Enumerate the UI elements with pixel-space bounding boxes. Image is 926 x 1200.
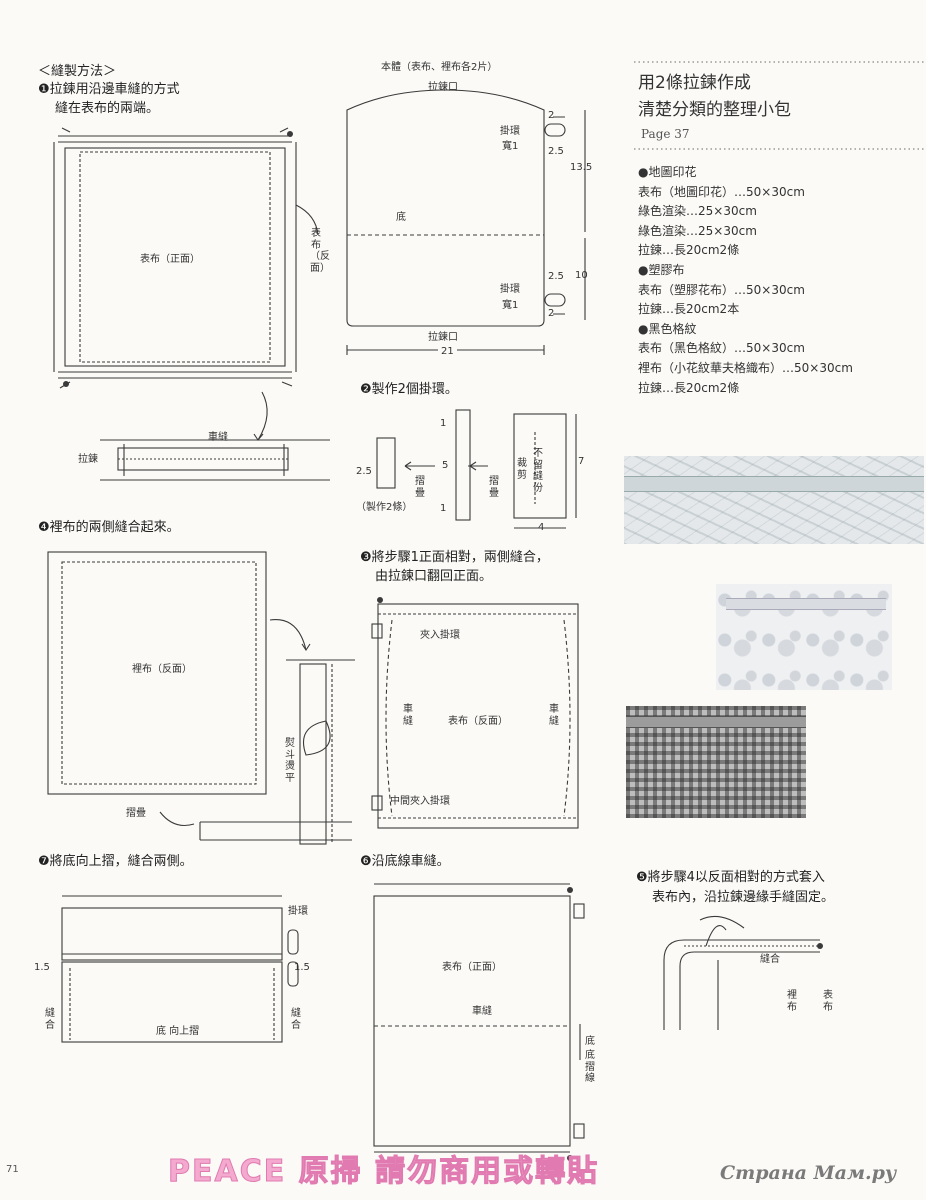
scan-watermark: PEACE 原掃 請勿商用或轉貼 xyxy=(167,1154,600,1190)
label-outer-back: 表布（反面） xyxy=(448,716,508,727)
step2-text: ❷製作2個掛環。 xyxy=(360,382,458,397)
step7-text: ❼將底向上摺，縫合兩側。 xyxy=(38,854,193,869)
material-line: 拉鍊…長20cm2條 xyxy=(638,243,740,258)
label-outer-step5: 表布 xyxy=(823,990,833,1013)
label-stitch-left: 縫合 xyxy=(45,1008,55,1031)
dim-1-bottom: 1 xyxy=(440,503,447,514)
step1-text-line2: 縫在表布的兩端。 xyxy=(55,101,160,116)
label-zipper-opening-bottom: 拉鍊口 xyxy=(428,332,458,343)
material-line: 裡布（小花紋華夫格織布）…50×30cm xyxy=(638,360,853,375)
dim-2-5-loop: 2.5 xyxy=(356,466,372,477)
label-seam: 車縫 xyxy=(208,432,228,443)
label-width-top: 寬1 xyxy=(502,141,519,152)
photo-plastic-floral-pouch xyxy=(716,584,892,690)
label-lining-step5: 裡布 xyxy=(787,990,797,1013)
site-watermark: Страна Мам.ру xyxy=(720,1162,897,1184)
method-heading: ＜縫製方法＞ xyxy=(38,64,117,79)
step3-text-line1: ❸將步驟1正面相對，兩側縫合， xyxy=(360,550,549,565)
dim-1-top: 1 xyxy=(440,418,447,429)
label-loop-bottom: 掛環 xyxy=(500,284,520,295)
project-title: 用2條拉鍊作成 清楚分類的整理小包 xyxy=(638,70,791,124)
dim-2-top: 2 xyxy=(548,110,555,121)
dim-2-5-bottom: 2.5 xyxy=(548,271,564,282)
material-line: 表布（地圖印花）…50×30cm xyxy=(638,184,805,199)
label-loop-step7: 掛環 xyxy=(288,906,308,917)
label-stitch-right: 縫合 xyxy=(291,1008,301,1031)
material-line: ●地圖印花 xyxy=(638,165,697,179)
material-line: 表布（塑膠花布）…50×30cm xyxy=(638,282,805,297)
label-bottom-fold-up: 底 向上摺 xyxy=(156,1026,200,1037)
label-outer-front-step6: 表布（正面） xyxy=(442,962,502,973)
folded-bottom-panel xyxy=(61,961,283,1043)
dim-5: 5 xyxy=(442,460,449,471)
lining-panel xyxy=(47,551,267,795)
label-fold-lining: 摺疊 xyxy=(126,808,146,819)
label-fold-loop2: 摺疊 xyxy=(489,476,499,499)
body-pattern xyxy=(346,89,545,327)
page-dot-rule xyxy=(634,148,926,150)
photo-map-print-pouch xyxy=(624,456,924,560)
label-no-seam-allowance: 不留縫份 xyxy=(533,448,543,494)
label-iron-flat: 熨斗燙平 xyxy=(285,738,295,784)
label-outer-back-vertical: 表布（反面） xyxy=(310,228,330,274)
bottom-sew-panel xyxy=(373,895,571,1147)
label-seam-step6: 車縫 xyxy=(472,1006,492,1017)
dim-2-bottom: 2 xyxy=(548,308,555,319)
material-line: ●黑色格紋 xyxy=(638,321,697,336)
iron-icon xyxy=(302,720,331,756)
dim-13-5: 13.5 xyxy=(570,162,593,173)
step3-text-line2: 由拉鍊口翻回正面。 xyxy=(375,569,493,584)
label-seam-left: 車縫 xyxy=(403,704,413,727)
sewn-body xyxy=(377,603,579,829)
label-make-two: （製作2條） xyxy=(356,502,413,513)
label-fold-loop1: 摺疊 xyxy=(415,476,425,499)
dim-7: 7 xyxy=(578,456,585,467)
dim-4: 4 xyxy=(538,522,545,533)
label-bottom: 底 xyxy=(396,212,406,223)
materials-list: ●地圖印花 表布（地圖印花）…50×30cm 綠色渲染…25×30cm 綠色渲染… xyxy=(638,163,853,398)
project-title-line1: 用2條拉鍊作成 xyxy=(638,73,751,93)
step1-text-line1: ❶拉鍊用沿邊車縫的方式 xyxy=(38,82,180,97)
label-bottom-step6: 底 xyxy=(585,1036,595,1047)
step5-text-line2: 表布內，沿拉鍊邊緣手縫固定。 xyxy=(652,890,835,905)
dim-2-5-top: 2.5 xyxy=(548,146,564,157)
step6-text: ❻沿底線車縫。 xyxy=(360,854,450,869)
label-stitch-step5: 縫合 xyxy=(760,954,780,965)
step4-text: ❹裡布的兩側縫合起來。 xyxy=(38,520,180,535)
label-insert-loop: 夾入掛環 xyxy=(420,630,460,641)
photo-black-gingham-pouch xyxy=(626,706,806,818)
step5-text-line1: ❺將步驟4以反面相對的方式套入 xyxy=(636,870,825,885)
label-outer-front: 表布（正面） xyxy=(140,254,200,265)
label-zipper: 拉鍊 xyxy=(78,454,98,465)
label-body-title: 本體（表布、裡布各2片） xyxy=(381,62,498,73)
dim-1-5-right: 1.5 xyxy=(294,962,310,973)
label-cut: 裁剪 xyxy=(517,458,527,481)
material-line: 拉鍊…長20cm2本 xyxy=(638,302,740,317)
label-width-bottom: 寬1 xyxy=(502,300,519,311)
label-seam-right: 車縫 xyxy=(549,704,559,727)
material-line: ●塑膠布 xyxy=(638,262,685,277)
dim-21: 21 xyxy=(438,346,457,358)
project-title-line2: 清楚分類的整理小包 xyxy=(638,100,791,120)
dim-1-5-left: 1.5 xyxy=(34,962,50,973)
title-dot-rule xyxy=(634,61,926,63)
label-lining-back: 裡布（反面） xyxy=(132,664,192,675)
page-reference: Page 37 xyxy=(641,127,690,141)
page-number: 71 xyxy=(6,1164,19,1175)
material-line: 表布（黑色格紋）…50×30cm xyxy=(638,341,805,356)
material-line: 綠色渲染…25×30cm xyxy=(638,223,757,238)
dim-10: 10 xyxy=(575,270,588,281)
material-line: 拉鍊…長20cm2條 xyxy=(638,380,740,395)
material-line: 綠色渲染…25×30cm xyxy=(638,204,757,219)
label-bottom-fold-line: 底摺線 xyxy=(585,1050,595,1084)
outer-fabric-panel xyxy=(64,147,286,367)
label-zipper-opening-top: 拉鍊口 xyxy=(428,82,458,93)
label-insert-loop-middle: 中間夾入掛環 xyxy=(390,796,450,807)
label-loop-top: 掛環 xyxy=(500,126,520,137)
